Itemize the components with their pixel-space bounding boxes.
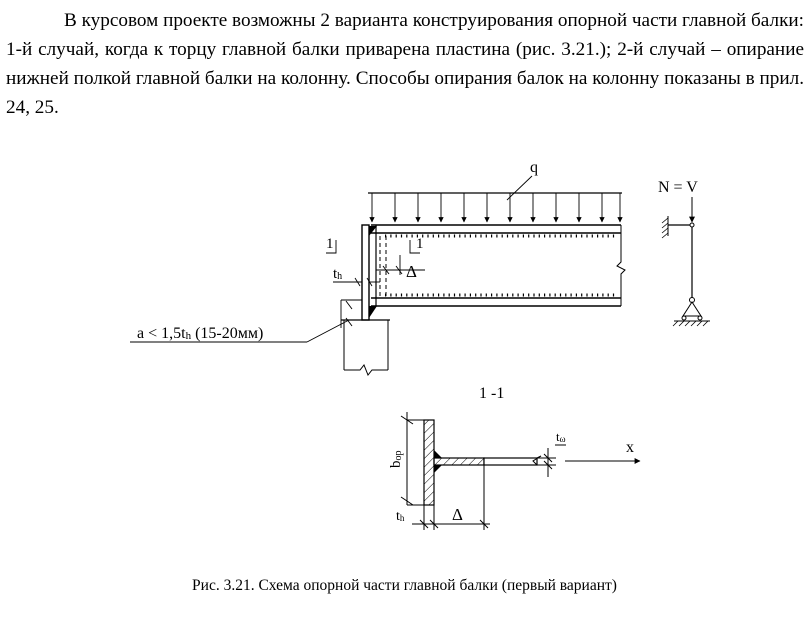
plate-width-label: bop [388,451,404,469]
load-label-q: q [530,159,538,176]
beam-dimensions [130,240,425,343]
gap-dimension-label: a < 1,5th (15-20мм) [137,325,263,342]
section-plate-thickness-label: th [396,509,405,524]
reaction-label: N = V [658,179,698,196]
plate-thickness-label: th [333,266,342,282]
section-1-1 [400,412,641,530]
section-mark-right: 1 [416,236,424,252]
static-scheme [661,197,710,327]
body-paragraph: В курсовом проекте возможны 2 варианта к… [6,10,804,118]
section-title: 1 -1 [479,385,504,402]
section-delta-label: Δ [452,505,463,524]
beam-elevation [341,175,626,376]
web-thickness-label: tω [556,429,566,444]
distributed-load-arrows [369,193,623,223]
section-mark-left: 1 [326,236,334,252]
figure-caption: Рис. 3.21. Схема опорной части главной б… [192,577,617,594]
offset-delta-label: Δ [406,262,417,281]
x-axis-label: x [626,439,634,456]
